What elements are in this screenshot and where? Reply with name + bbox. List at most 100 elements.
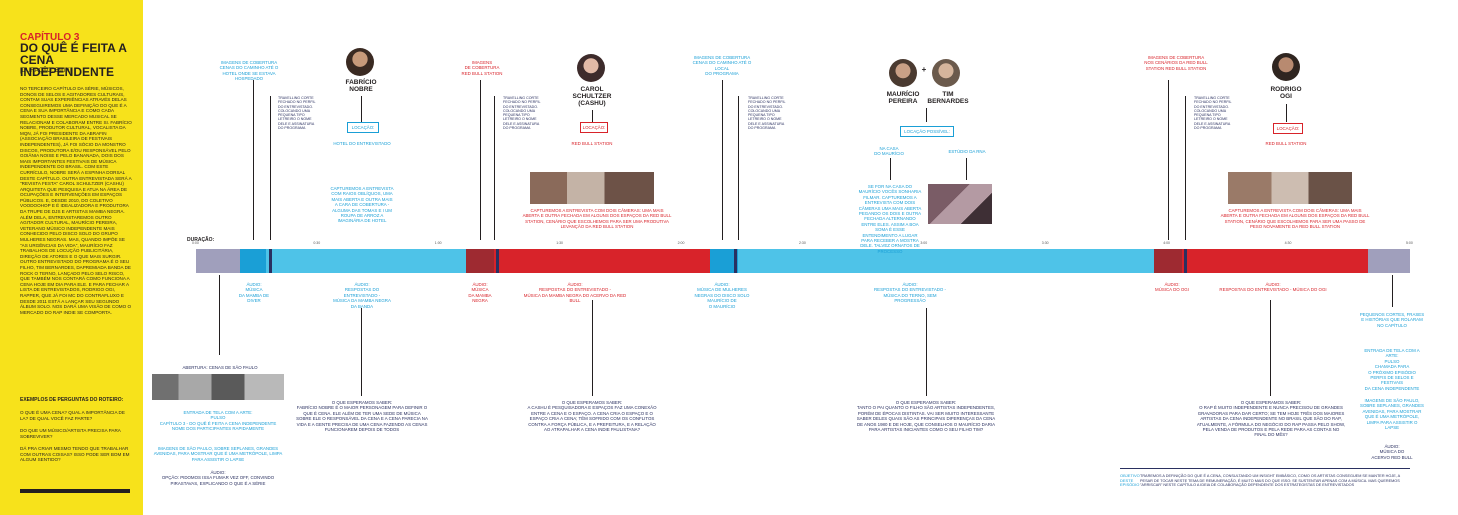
ogi-location-photo xyxy=(1228,172,1352,204)
closing-cuts: PEQUENOS CORTES, FRASES E HISTÓRIAS QUE … xyxy=(1359,312,1425,328)
fabricio-name: FABRÍCIO NOBRE xyxy=(345,79,377,93)
connector-cover-3 xyxy=(722,80,723,240)
mauricio-option-1: NA CASA DO MAURÍCIO xyxy=(874,146,904,157)
connector-exp-4 xyxy=(1270,300,1271,396)
connector-exp-3 xyxy=(926,308,927,396)
audio-music-2: ÁUDIO: MÚSICA DA MAMBA NEGRA xyxy=(468,282,492,304)
side-note-1: TRAVELLING CORTE FECHADO NO PERFIL DO EN… xyxy=(278,96,316,131)
expectation-ogi: O QUE ESPERAMOS SABER: O RAP É MUITO IND… xyxy=(1196,400,1346,438)
cut-marker-1 xyxy=(269,249,272,273)
carol-name: CAROL SCHULTZER (CASHU) xyxy=(572,86,612,107)
segment-music-2 xyxy=(466,249,494,273)
closing-audio: ÁUDIO: MÚSICA DO ACERVO RED BULL xyxy=(1371,444,1413,460)
ogi-name: RODRIGO OGI xyxy=(1270,86,1302,100)
connector-side-note-2 xyxy=(494,96,495,240)
tim-name: TIM BERNARDES xyxy=(927,91,969,105)
expectation-fabricio: O QUE ESPERAMOS SABER: FABRÍCIO NOBRE É … xyxy=(296,400,428,433)
tick-label: 2:00 xyxy=(677,241,685,245)
side-note-2: TRAVELLING CORTE FECHADO NO PERFIL DO EN… xyxy=(503,96,541,131)
connector-option-1 xyxy=(890,158,891,180)
mauricio-name: MAURÍCIO PEREIRA xyxy=(886,91,920,105)
carol-location-box: LOCAÇÃO: xyxy=(580,122,608,133)
legend-rule xyxy=(1120,468,1410,469)
cover-images-2: IMAGENS DE COBERTURA RED BULL STATION xyxy=(461,60,503,76)
examples-title: EXEMPLOS DE PERGUNTAS DO ROTEIRO: xyxy=(20,397,124,403)
opening-audio: ÁUDIO: OPÇÃO: PIDOMOS ISSA FUMAR VEZ OFF… xyxy=(161,470,275,486)
connector-exp-2 xyxy=(592,300,593,396)
connector-closing xyxy=(1392,275,1393,307)
segment-carol xyxy=(494,249,710,273)
cover-images-4: IMAGENS DE COBERTURA NOS CENÁRIOS DA RED… xyxy=(1144,55,1208,71)
tick-label: 3:00 xyxy=(920,241,928,245)
expectation-mauricio-tim: O QUE ESPERAMOS SABER: TANTO O PAI QUANT… xyxy=(856,400,996,433)
opening-description: ENTRADA DE TELA COM A ARTE: PULSO CAPÍTU… xyxy=(159,410,277,432)
mauricio-location-box: LOCAÇÃO POSSÍVEL: xyxy=(900,126,954,137)
cut-marker-4 xyxy=(1184,249,1187,273)
chapter-title: DO QUÊ É FEITA A CENA INDEPENDENTE xyxy=(20,41,127,79)
connector-option-2 xyxy=(966,158,967,180)
chapter-synopsis: NO TERCEIRO CAPÍTULO DA SÉRIE, MÚSICOS, … xyxy=(20,86,132,315)
side-note-3: TRAVELLING CORTE FECHADO NO PERFIL DO EN… xyxy=(748,96,786,131)
segment-music-1 xyxy=(240,249,266,273)
tick-label: 0:30 xyxy=(313,241,321,245)
fabricio-place: HOTEL DO ENTREVISTADO xyxy=(333,141,391,146)
segment-music-4 xyxy=(1154,249,1182,273)
studio-photo xyxy=(928,184,992,224)
connector-ogi xyxy=(1286,104,1287,122)
audio-mauricio: ÁUDIO: RESPOSTAS DO ENTREVISTADO - MÚSIC… xyxy=(873,282,947,304)
cover-images-1: IMAGENS DE COBERTURA CENAS DO CAMINHO AT… xyxy=(219,60,279,82)
legend-text: TRAREMOS A DEFINIÇÃO DO QUE É A CENA, CO… xyxy=(1140,474,1400,488)
chapter-number: CAPÍTULO 3 xyxy=(20,32,80,43)
tick-label: 1:30 xyxy=(556,241,563,245)
carol-place: RED BULL STATION xyxy=(571,141,613,146)
mauricio-description: SE FOR NA CASA DO MAURÍCIO VOCÊS SONHARI… xyxy=(858,184,922,254)
connector-side-note-4 xyxy=(1185,96,1186,240)
tick-label: 3:30 xyxy=(1041,241,1049,245)
connector-opening xyxy=(219,275,220,355)
tick-label: 4:30 xyxy=(1284,241,1292,245)
closing-description: ENTRADA DE TELA COM A ARTE: PULSO CHAMAD… xyxy=(1364,348,1420,391)
mauricio-option-2: ESTÚDIO DA RNA xyxy=(948,149,986,154)
audio-fabricio: ÁUDIO: RESPOSTAS DO ENTREVISTADO - MÚSIC… xyxy=(333,282,391,309)
carol-avatar xyxy=(577,54,605,82)
fabricio-description: CAPTUREMOS A ENTREVISTA COM RAIOS OBLÍQU… xyxy=(330,186,394,224)
segment-music-3 xyxy=(710,249,738,273)
ogi-location-box: LOCAÇÃO: xyxy=(1273,123,1303,134)
question-3: DÁ PRA CRIAR MESMO TENDO QUE TRABALHAR C… xyxy=(20,446,130,463)
tim-avatar xyxy=(932,59,960,87)
connector-exp-1 xyxy=(361,308,362,396)
side-note-4: TRAVELLING CORTE FECHADO NO PERFIL DO EN… xyxy=(1194,96,1232,131)
fabricio-location-box: LOCAÇÃO: xyxy=(347,122,379,133)
connector-cover-2 xyxy=(480,80,481,240)
cover-images-3: IMAGENS DE COBERTURA CENAS DO CAMINHO AT… xyxy=(692,55,752,77)
question-1: O QUE É UMA CENA? QUAL A IMPORTÂNCIA DE … xyxy=(20,410,125,421)
duration-label: DURAÇÃO: xyxy=(187,237,215,243)
connector-fabricio xyxy=(361,96,362,122)
tick-label: 5:00 xyxy=(1406,241,1413,245)
connector-side-note-1 xyxy=(270,96,271,240)
legend-key: OBJETIVO DESTE EPISÓDIO xyxy=(1120,473,1140,488)
cut-marker-3 xyxy=(734,249,737,273)
ogi-description: CAPTUREMOS A ENTREVISTA COM DOIS CÂMERAS… xyxy=(1220,208,1370,230)
tick-label: 0:00 xyxy=(192,241,199,245)
connector-cover-4 xyxy=(1168,80,1169,240)
opening-label: ABERTURA: CENAS DE SÃO PAULO xyxy=(182,365,258,370)
audio-music-1: ÁUDIO: MÚSICA DA MAMBA DE DIVER xyxy=(238,282,270,304)
tick-label: 1:00 xyxy=(434,241,442,245)
segment-opening xyxy=(196,249,240,273)
ogi-avatar xyxy=(1272,53,1300,81)
plus-sign: + xyxy=(921,65,927,74)
segment-closing xyxy=(1368,249,1410,273)
carol-location-photo xyxy=(530,172,654,204)
closing-description-2: IMAGENS DE SÃO PAULO, SOBRE SEPLANES, GR… xyxy=(1360,398,1424,431)
expectation-carol: O QUE ESPERAMOS SABER: A CASHU É PESQUIS… xyxy=(527,400,657,433)
chapter-sidebar: CAPÍTULO 3 DO QUÊ É FEITA A CENA INDEPEN… xyxy=(0,0,143,515)
connector-cover-1 xyxy=(253,80,254,240)
audio-music-4: ÁUDIO: MÚSICA DO OGI xyxy=(1155,282,1189,293)
segment-fabricio xyxy=(266,249,466,273)
tick-label: 4:00 xyxy=(1163,241,1170,245)
fabricio-avatar xyxy=(346,48,374,76)
opening-city-photo xyxy=(152,374,284,400)
audio-carol: ÁUDIO: RESPOSTAS DO ENTREVISTADO - MÚSIC… xyxy=(523,282,627,304)
connector-carol xyxy=(592,110,593,122)
